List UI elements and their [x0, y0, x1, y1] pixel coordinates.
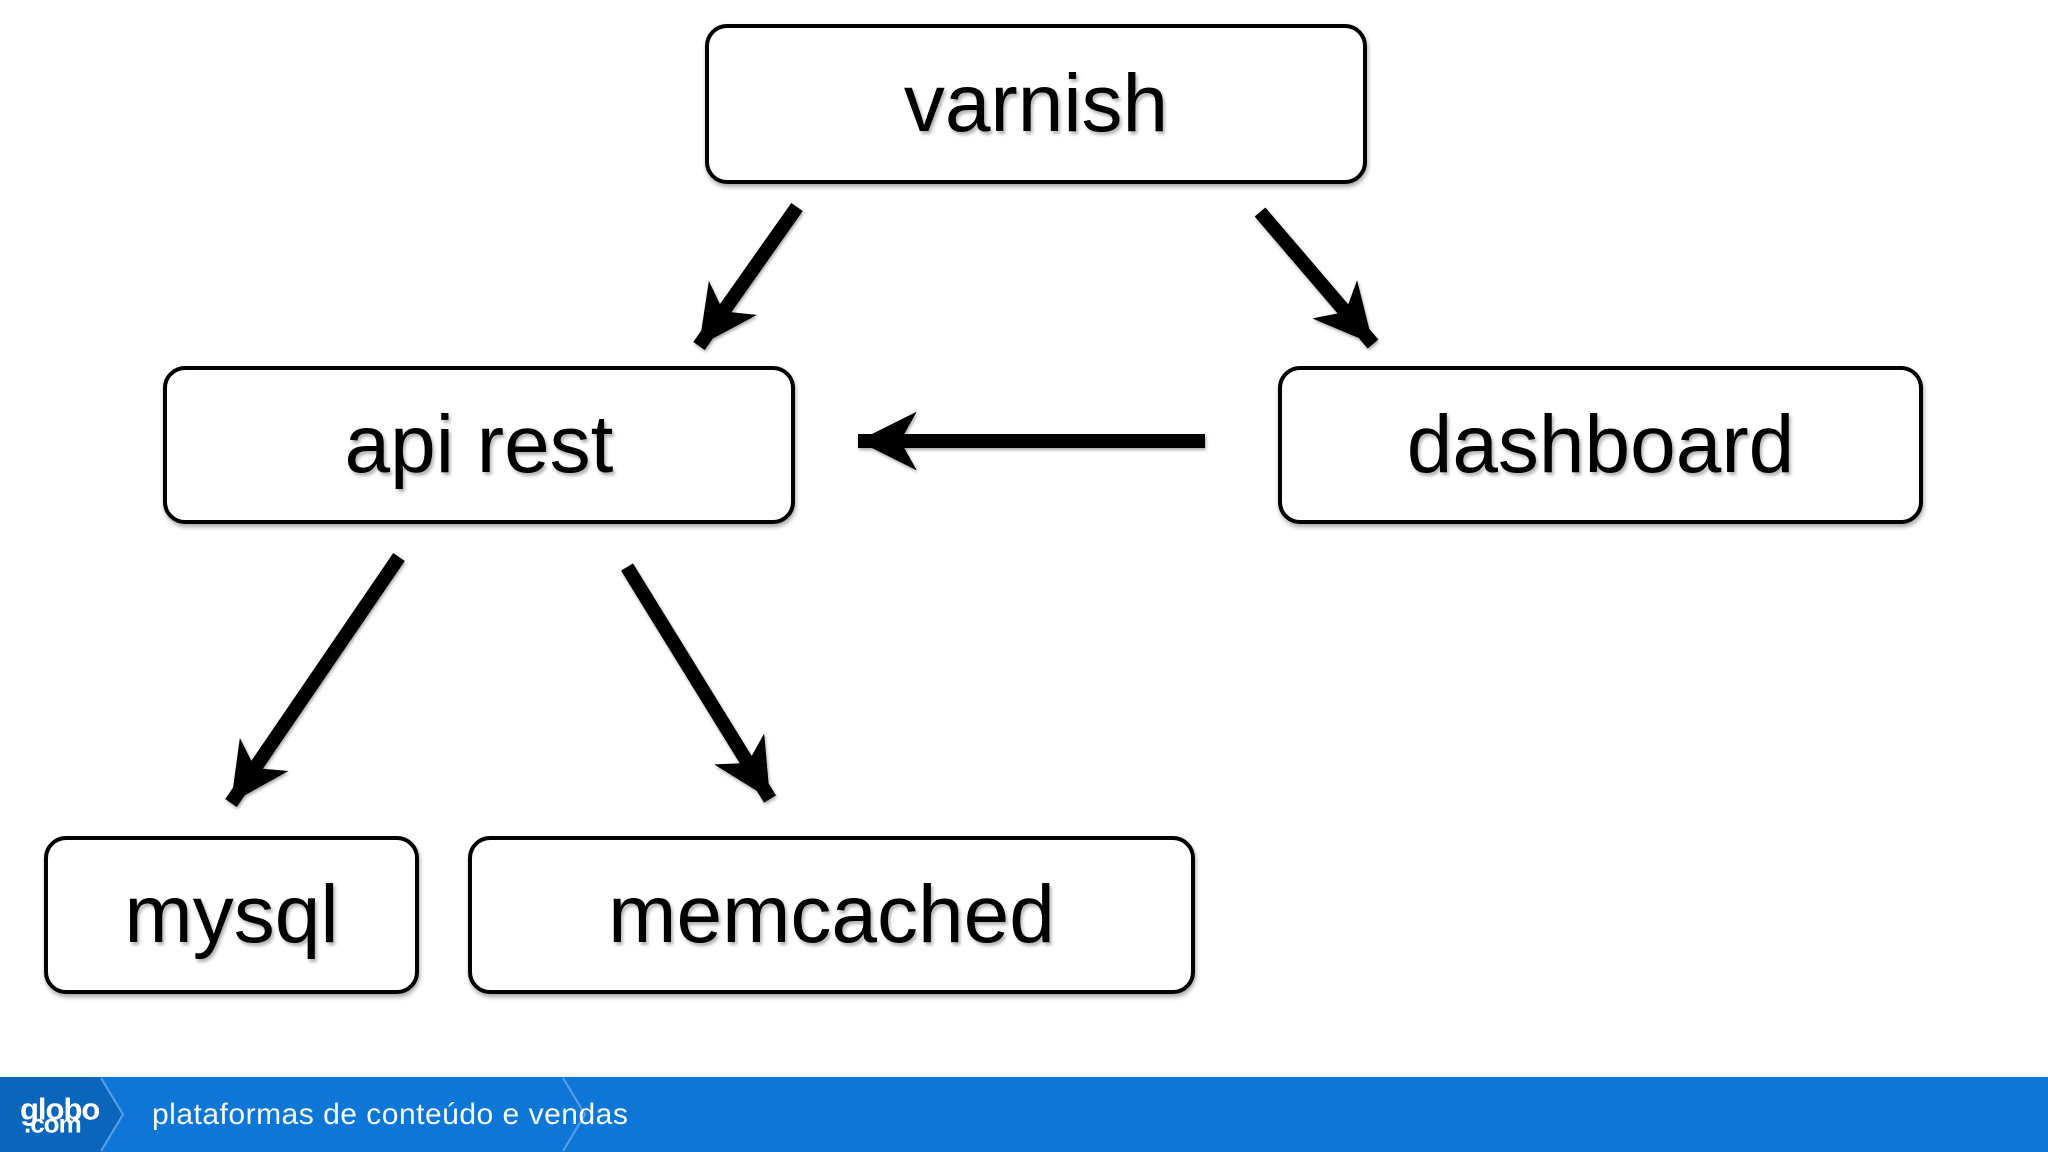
node-memcached: memcached [468, 836, 1195, 994]
footer-bar: globo .com plataformas de conteúdo e ven… [0, 1077, 2048, 1152]
node-varnish-label: varnish [903, 58, 1169, 149]
node-api-rest: api rest [163, 366, 795, 524]
arrow-varnish-to-api-rest [693, 202, 803, 351]
node-dashboard: dashboard [1278, 366, 1923, 524]
node-api-rest-label: api rest [344, 399, 614, 490]
node-mysql: mysql [44, 836, 419, 994]
footer-title: plataformas de conteúdo e vendas [152, 1097, 629, 1131]
node-mysql-label: mysql [124, 869, 339, 960]
logo-text-com: .com [24, 1108, 82, 1138]
node-varnish: varnish [705, 24, 1367, 184]
arrow-api-rest-to-mysql [225, 553, 405, 807]
logo-text-globo: globo [20, 1091, 100, 1126]
node-memcached-label: memcached [608, 869, 1055, 960]
arrow-api-rest-to-memcached [621, 563, 776, 803]
arrow-varnish-to-dashboard [1254, 207, 1379, 349]
globo-com-logo: globo .com [20, 1091, 100, 1138]
node-dashboard-label: dashboard [1406, 399, 1795, 490]
